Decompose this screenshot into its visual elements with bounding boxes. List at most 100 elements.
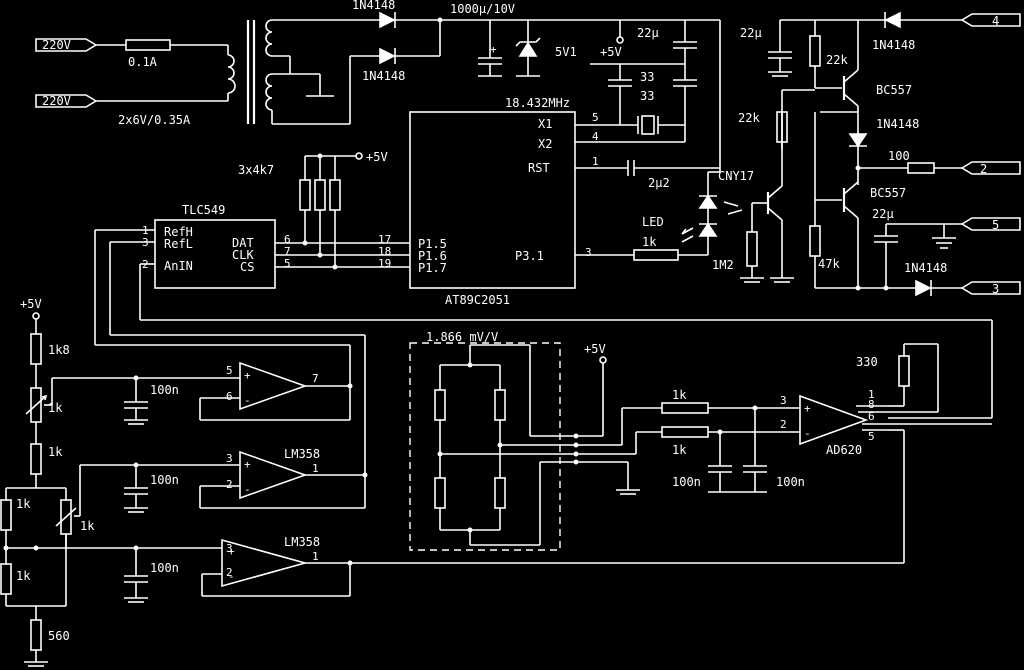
mcu-pin-rst: RST — [528, 161, 550, 175]
terminal-label: 4 — [992, 14, 999, 28]
pin-number: 5 — [868, 430, 875, 443]
power-supply: 1N4148 1N4148 1000µ/10V + 5V1 +5V 22µ — [350, 0, 721, 172]
pin-number: 5 — [226, 364, 233, 377]
instrumentation-amp: 1k 1k 100n 100n + - 3 2 AD620 1 8 6 5 — [661, 343, 992, 493]
divider-r2-label: 1k — [48, 445, 63, 459]
pin-number: 6 — [284, 233, 291, 246]
divider-r5-label: 560 — [48, 629, 70, 643]
mcu-pin-x2: X2 — [538, 137, 552, 151]
vcc-label: +5V — [600, 45, 622, 59]
opamp-u2: 100n + - 3 2 1 LM358 — [124, 447, 368, 513]
pin-number: 1 — [312, 462, 319, 475]
load-cell-bridge: 1.866 mV/V +5V — [409, 330, 662, 551]
polarity-mark: - — [804, 427, 811, 440]
pin-number: 7 — [312, 372, 319, 385]
adc-name: TLC549 — [182, 203, 225, 217]
output-r3-label: 100 — [888, 149, 910, 163]
mcu-pin-p31: P3.1 — [515, 249, 544, 263]
adc-pin-cs: CS — [240, 260, 254, 274]
opamp-u1: 100n + - 5 6 7 — [124, 361, 353, 425]
diode-symbol — [379, 47, 396, 65]
pin-number: 2 — [780, 418, 787, 431]
pin-number: 2 — [226, 478, 233, 491]
polarity-mark: - — [244, 394, 251, 407]
pin-number: 1 — [592, 155, 599, 168]
pin-number: 5 — [592, 111, 599, 124]
adc-pin-clk: CLK — [232, 248, 254, 262]
mains-input: 220V 0.1A 220V 2x6V/0.35A — [35, 19, 351, 127]
terminal-label: 2 — [980, 162, 987, 176]
transformer-symbol — [227, 19, 273, 124]
mcu-chip: AT89C2051 X1 X2 RST P1.5 P1.6 P1.7 P3.1 … — [378, 111, 720, 307]
zener-label: 5V1 — [555, 45, 577, 59]
polarity-mark: + — [490, 43, 497, 56]
inamp-r-in2-label: 1k — [672, 443, 687, 457]
bridge-sensitivity-label: 1.866 mV/V — [426, 330, 498, 344]
resistor-symbol — [314, 179, 326, 211]
opto-name: CNY17 — [718, 169, 754, 183]
resistor-symbol — [809, 225, 821, 257]
mains-terminal-bottom: 220V — [35, 94, 98, 108]
diode-symbol — [915, 279, 932, 297]
rectifier-diode-top-label: 1N4148 — [352, 0, 395, 12]
inamp-cap1-label: 100n — [672, 475, 701, 489]
adc-pin-refh: RefH — [164, 225, 193, 239]
polarity-mark: + — [804, 402, 811, 415]
pin-number: 2 — [226, 566, 233, 579]
resistor-symbol — [329, 179, 341, 211]
resistor-symbol — [30, 619, 42, 651]
output-t1-label: BC557 — [876, 83, 912, 97]
polarity-mark: - — [244, 483, 251, 496]
diode-symbol — [379, 11, 396, 29]
opto-led-symbol — [698, 194, 718, 209]
led-resistor-label: 1k — [642, 235, 657, 249]
pullup-label: 3x4k7 — [238, 163, 274, 177]
mcu-name: AT89C2051 — [445, 293, 510, 307]
rectifier-diode-bottom-label: 1N4148 — [362, 69, 405, 83]
opamp-u3-name: LM358 — [284, 535, 320, 549]
inamp-name: AD620 — [826, 443, 862, 457]
resistor-symbol — [776, 111, 788, 143]
pin-number: 3 — [226, 452, 233, 465]
fuse-label: 0.1A — [128, 55, 158, 69]
crystal-cap-b-label: 33 — [640, 89, 654, 103]
adc-pin-anin: AnIN — [164, 259, 193, 273]
resistor-symbol — [434, 477, 446, 509]
terminal-label: 3 — [992, 282, 999, 296]
crystal-cap-a-label: 33 — [640, 70, 654, 84]
output-d1-label: 1N4148 — [872, 38, 915, 52]
pin-number: 1 — [868, 388, 875, 401]
mcu-pin-p17: P1.7 — [418, 261, 447, 275]
polarity-mark: + — [228, 545, 235, 558]
resistor-symbol — [30, 333, 42, 365]
inamp-symbol — [799, 394, 869, 446]
pin-number: 7 — [284, 245, 291, 258]
pin-number: 6 — [868, 410, 875, 423]
led-symbol — [698, 222, 718, 237]
optocoupler: 1k LED CNY17 1M2 — [575, 90, 794, 283]
resistor-symbol — [494, 477, 506, 509]
base-resistor-label: 1M2 — [712, 258, 734, 272]
opamp-symbol — [239, 361, 308, 411]
output-cap1-label: 22µ — [740, 26, 762, 40]
output-cap2-label: 22µ — [872, 207, 894, 221]
mains-terminal-top-label: 220V — [42, 38, 71, 52]
resistor-symbol — [809, 35, 821, 67]
resistor-symbol — [661, 426, 709, 438]
pin-number: 6 — [226, 390, 233, 403]
resistor-symbol — [434, 389, 446, 421]
resistor-symbol — [30, 443, 42, 475]
fuse-symbol — [125, 39, 171, 51]
divider-p2-label: 1k — [80, 519, 95, 533]
adc-pin-dat: DAT — [232, 236, 254, 250]
opamp-u2-cap-label: 100n — [150, 473, 179, 487]
pin-number: 3 — [585, 246, 592, 259]
crystal-circuit: 18.432MHz 33 33 — [505, 64, 697, 143]
reference-divider: +5V 1k8 1k 1k 1k 1k 1k 560 — [0, 297, 240, 667]
terminal-label: 5 — [992, 218, 999, 232]
mains-terminal-top: 220V — [35, 38, 98, 52]
output-d2-label: 1N4148 — [876, 117, 919, 131]
output-terminal-2: 2 — [960, 161, 1021, 176]
output-r2-label: 22k — [738, 111, 760, 125]
pullup-vcc-label: +5V — [366, 150, 388, 164]
